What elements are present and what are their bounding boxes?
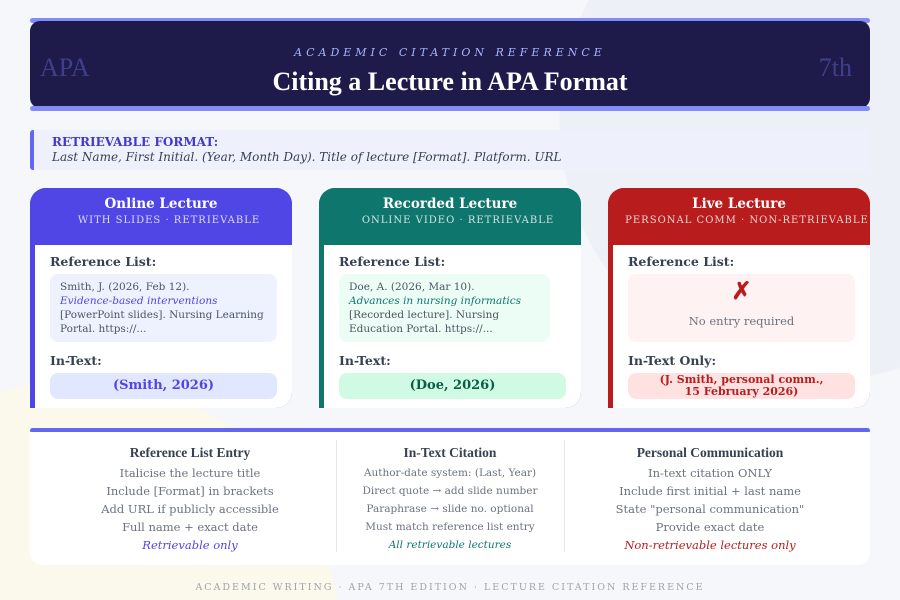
reference-entry: ✗ No entry required bbox=[628, 274, 855, 342]
list-item: Direct quote → add slide number bbox=[362, 485, 538, 497]
list-item: State "personal communication" bbox=[615, 502, 805, 516]
reference-entry: Doe, A. (2026, Mar 10). Advances in nurs… bbox=[339, 274, 550, 342]
intext-citation: (Doe, 2026) bbox=[339, 373, 566, 399]
summary-column-reference: Reference List Entry Italicise the lectu… bbox=[50, 444, 330, 554]
list-item: Include first initial + last name bbox=[619, 484, 801, 498]
list-item: Author-date system: (Last, Year) bbox=[363, 467, 537, 479]
x-mark-icon: ✗ bbox=[731, 276, 752, 305]
header-eyebrow: ACADEMIC CITATION REFERENCE bbox=[294, 46, 606, 59]
list-item: Include [Format] in brackets bbox=[106, 484, 274, 498]
list-item: Full name + exact date bbox=[122, 520, 258, 534]
card-title: Live Lecture bbox=[692, 196, 786, 212]
ref-source: [Recorded lecture]. Nursing Education Po… bbox=[349, 309, 500, 335]
list-item: Must match reference list entry bbox=[365, 521, 535, 533]
header-top-bar bbox=[30, 18, 870, 23]
column-note: All retrievable lectures bbox=[388, 539, 512, 551]
reference-label: Reference List: bbox=[50, 254, 157, 269]
column-heading: Reference List Entry bbox=[129, 445, 251, 460]
no-entry-text: No entry required bbox=[688, 314, 795, 328]
summary-panel: Reference List Entry Italicise the lectu… bbox=[30, 432, 870, 565]
header: APA ACADEMIC CITATION REFERENCE Citing a… bbox=[30, 21, 870, 108]
reference-label: Reference List: bbox=[339, 254, 446, 269]
column-note: Non-retrievable lectures only bbox=[624, 538, 796, 552]
summary-top-bar bbox=[30, 428, 870, 433]
reference-label: Reference List: bbox=[628, 254, 735, 269]
card-subtitle: WITH SLIDES · RETRIEVABLE bbox=[77, 215, 261, 226]
edition-badge: 7th bbox=[818, 53, 852, 82]
intext-citation: (J. Smith, personal comm., 15 February 2… bbox=[628, 373, 855, 399]
card-subtitle: PERSONAL COMM · NON-RETRIEVABLE bbox=[625, 215, 869, 226]
format-label: RETRIEVABLE FORMAT: bbox=[52, 135, 219, 149]
intext-label: In-Text: bbox=[339, 353, 391, 368]
intext-citation: (Smith, 2026) bbox=[50, 373, 277, 399]
ref-title: Advances in nursing informatics bbox=[349, 295, 522, 307]
column-note: Retrievable only bbox=[142, 538, 238, 552]
format-box: RETRIEVABLE FORMAT: Last Name, First Ini… bbox=[30, 130, 870, 170]
apa-badge: APA bbox=[40, 53, 90, 82]
list-item: Paraphrase → slide no. optional bbox=[366, 503, 534, 515]
list-item: In-text citation ONLY bbox=[648, 466, 772, 480]
summary-column-intext: In-Text Citation Author-date system: (La… bbox=[340, 444, 560, 554]
reference-entry: Smith, J. (2026, Feb 12). Evidence-based… bbox=[50, 274, 277, 342]
intext-label: In-Text: bbox=[50, 353, 102, 368]
header-bottom-bar bbox=[30, 106, 870, 111]
ref-author: Smith, J. (2026, Feb 12). bbox=[60, 281, 190, 293]
card-subtitle: ONLINE VIDEO · RETRIEVABLE bbox=[361, 215, 555, 226]
footer: ACADEMIC WRITING · APA 7TH EDITION · LEC… bbox=[195, 582, 705, 593]
divider bbox=[564, 440, 565, 552]
intext-label: In-Text Only: bbox=[628, 353, 717, 368]
card-title: Online Lecture bbox=[104, 196, 218, 212]
list-item: Add URL if publicly accessible bbox=[101, 502, 279, 516]
divider bbox=[336, 440, 337, 552]
ref-source: [PowerPoint slides]. Nursing Learning Po… bbox=[60, 309, 264, 335]
page-title: Citing a Lecture in APA Format bbox=[272, 67, 628, 96]
format-value: Last Name, First Initial. (Year, Month D… bbox=[52, 150, 562, 164]
list-item: Italicise the lecture title bbox=[119, 466, 261, 480]
ref-title: Evidence-based interventions bbox=[60, 295, 218, 307]
ref-author: Doe, A. (2026, Mar 10). bbox=[349, 281, 475, 293]
column-heading: In-Text Citation bbox=[403, 445, 497, 460]
card-title: Recorded Lecture bbox=[382, 196, 518, 212]
summary-column-personal: Personal Communication In-text citation … bbox=[570, 444, 850, 554]
column-heading: Personal Communication bbox=[636, 445, 784, 460]
list-item: Provide exact date bbox=[655, 520, 765, 534]
